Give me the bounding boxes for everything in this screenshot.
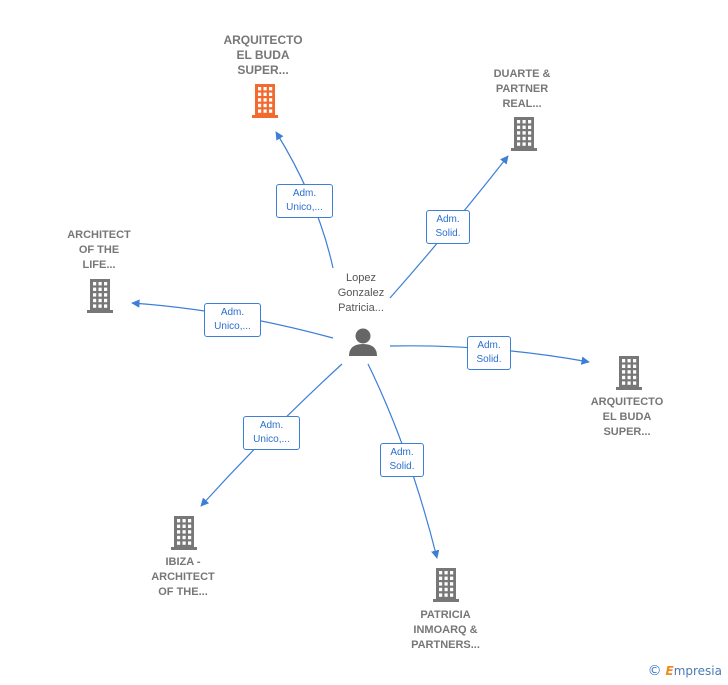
edge-c1-role-detail: Unico,...: [286, 202, 323, 213]
company-c6-line-1: PATRICIA: [420, 609, 471, 621]
company-c5-line-1: IBIZA -: [165, 556, 201, 568]
company-c3-line-1: ARCHITECT: [67, 229, 131, 241]
company-label-c1[interactable]: ARQUITECTO EL BUDA SUPER...: [213, 33, 313, 78]
edge-c2-role-detail: Solid.: [435, 228, 461, 239]
edge-c1-role: Adm.: [292, 188, 317, 199]
edge-label-c3[interactable]: Adm. Unico,...: [204, 303, 261, 337]
company-c1-line-2: EL BUDA: [236, 48, 290, 62]
company-c1-line-3: SUPER...: [237, 63, 289, 77]
building-icon-c4[interactable]: [616, 356, 642, 390]
center-label-line-1: Lopez: [346, 272, 376, 284]
edge-label-c6[interactable]: Adm. Solid.: [380, 443, 424, 477]
company-c6-line-2: INMOARQ &: [413, 624, 478, 636]
building-icon-c6[interactable]: [433, 568, 459, 602]
company-c4-line-2: EL BUDA: [602, 411, 652, 423]
company-c5-line-3: OF THE...: [158, 586, 208, 598]
center-person-label[interactable]: Lopez Gonzalez Patricia...: [326, 271, 396, 316]
building-icon-c5[interactable]: [171, 516, 197, 550]
company-c3-line-2: OF THE: [78, 244, 120, 256]
company-label-c5[interactable]: IBIZA - ARCHITECT OF THE...: [138, 555, 228, 600]
edge-c5-role-detail: Unico,...: [253, 434, 290, 445]
person-icon[interactable]: [349, 328, 377, 357]
company-c2-line-1: DUARTE &: [493, 68, 551, 80]
edge-c6-role-detail: Solid.: [389, 461, 415, 472]
edge-label-c2[interactable]: Adm. Solid.: [426, 210, 470, 244]
edge-c5-role: Adm.: [259, 420, 284, 431]
empresia-watermark: © Empresia: [648, 663, 722, 679]
company-c6-line-3: PARTNERS...: [411, 639, 480, 651]
edge-c3-role: Adm.: [220, 307, 245, 318]
edge-c6-role: Adm.: [390, 447, 414, 458]
company-label-c6[interactable]: PATRICIA INMOARQ & PARTNERS...: [398, 608, 493, 653]
company-c2-line-2: PARTNER: [495, 83, 549, 95]
company-c4-line-3: SUPER...: [603, 426, 651, 438]
edge-label-c1[interactable]: Adm. Unico,...: [276, 184, 333, 218]
company-c1-line-1: ARQUITECTO: [223, 33, 303, 47]
building-icon-c3[interactable]: [87, 279, 113, 313]
edge-label-c4[interactable]: Adm. Solid.: [467, 336, 511, 370]
company-label-c4[interactable]: ARQUITECTO EL BUDA SUPER...: [581, 395, 673, 440]
building-icon-c2[interactable]: [511, 117, 537, 151]
center-label-line-2: Gonzalez: [337, 287, 385, 299]
brand-initial: E: [665, 664, 674, 678]
edge-c4-role-detail: Solid.: [476, 354, 502, 365]
building-icon-c1[interactable]: [252, 84, 278, 118]
company-c2-line-3: REAL...: [502, 98, 542, 110]
center-label-line-3: Patricia...: [338, 302, 384, 314]
company-c4-line-1: ARQUITECTO: [590, 396, 664, 408]
edge-c3-role-detail: Unico,...: [214, 321, 251, 332]
edge-label-c5[interactable]: Adm. Unico,...: [243, 416, 300, 450]
copyright-symbol: ©: [647, 663, 662, 679]
edge-c4-role: Adm.: [477, 340, 501, 351]
company-c3-line-3: LIFE...: [82, 259, 116, 271]
company-c5-line-2: ARCHITECT: [151, 571, 215, 583]
company-label-c3[interactable]: ARCHITECT OF THE LIFE...: [54, 228, 144, 273]
company-label-c2[interactable]: DUARTE & PARTNER REAL...: [477, 67, 567, 112]
edge-c2-role: Adm.: [436, 214, 460, 225]
brand-rest: mpresia: [673, 664, 722, 678]
